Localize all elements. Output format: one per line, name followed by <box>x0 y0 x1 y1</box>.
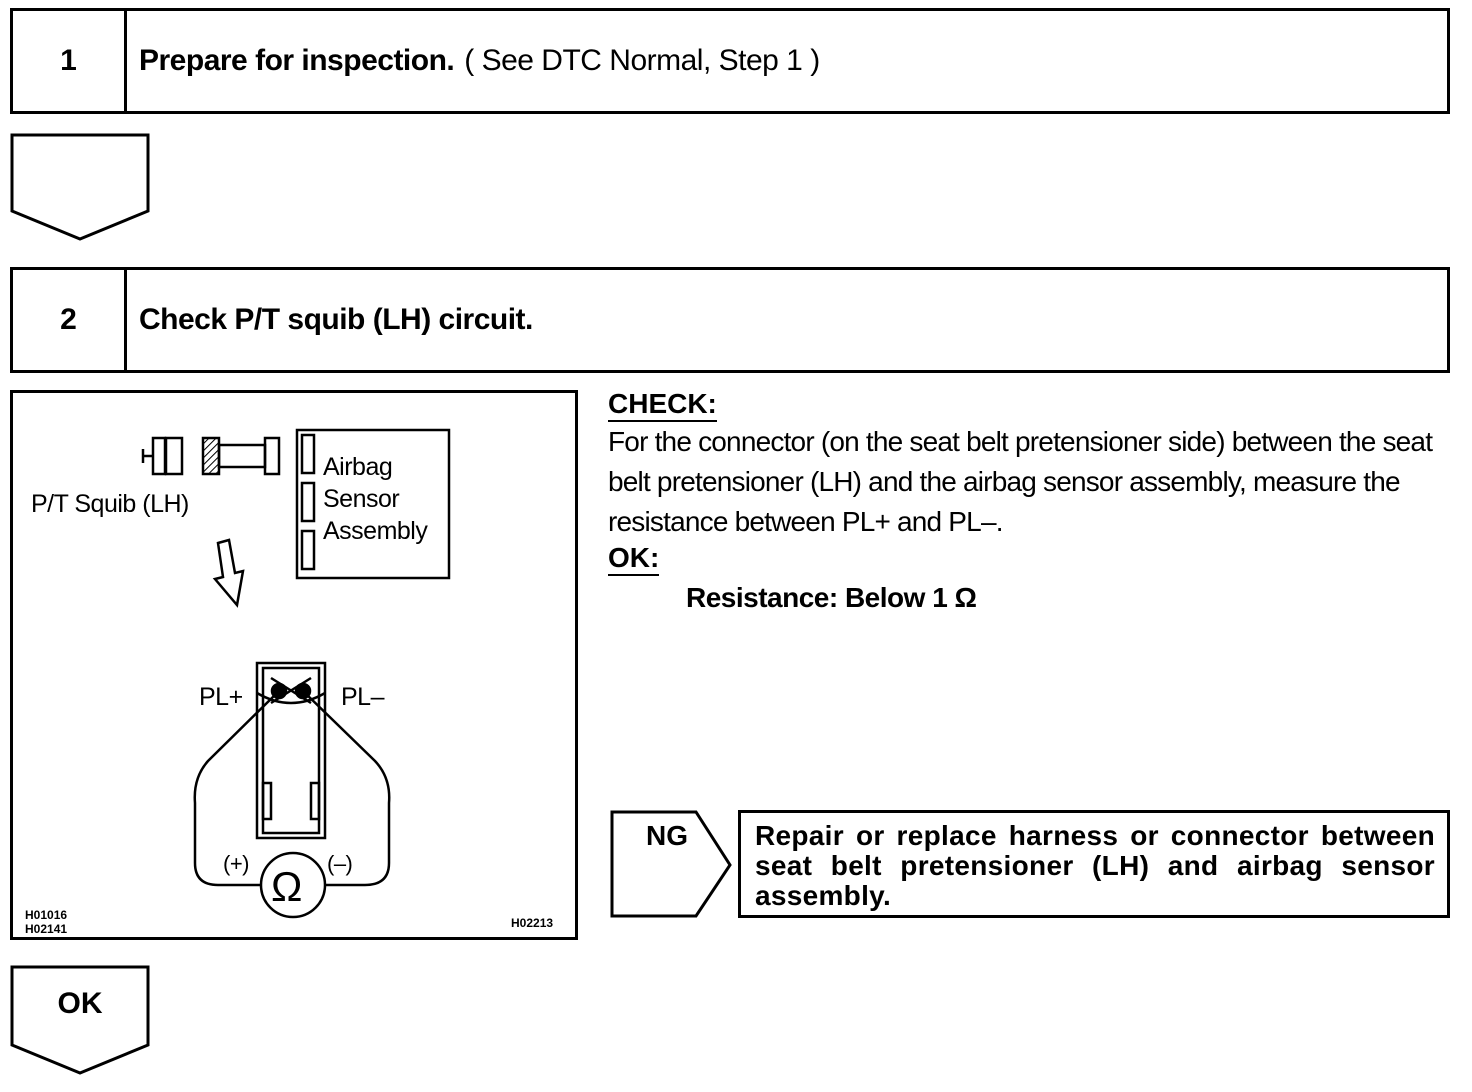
connector-face-icon <box>255 661 327 840</box>
ohmmeter-icon <box>259 851 327 919</box>
ok-label: OK <box>57 987 103 1020</box>
airbag-label-2: Sensor <box>323 485 400 513</box>
ohm-symbol: Ω <box>271 863 302 910</box>
squib-connector-icon <box>141 436 281 476</box>
connector-diagram-drawing <box>141 428 451 919</box>
ng-arrow-icon <box>610 810 732 918</box>
flow-down-arrow-icon <box>10 133 150 243</box>
ok-down-arrow-icon <box>10 965 150 1075</box>
step-1-title-row: Prepare for inspection. ( See DTC Normal… <box>127 11 1447 111</box>
check-text: For the connector (on the seat belt pret… <box>608 426 1433 537</box>
step-1-title: Prepare for inspection. <box>139 44 455 77</box>
figure-code-1: H01016 <box>25 908 68 922</box>
airbag-label-3: Assembly <box>323 517 428 545</box>
step-1-reference: ( See DTC Normal, Step 1 ) <box>464 44 820 77</box>
ohmmeter-leads <box>193 690 391 887</box>
step-1-number: 1 <box>13 11 127 111</box>
pl-plus-label: PL+ <box>199 683 243 711</box>
figure-code-2: H02141 <box>25 922 68 936</box>
step-1-box: 1 Prepare for inspection. ( See DTC Norm… <box>10 8 1450 114</box>
pl-minus-label: PL– <box>341 683 384 711</box>
resistance-spec: Resistance: Below 1 Ω <box>686 582 977 613</box>
airbag-sensor-assembly-icon <box>295 428 451 580</box>
ng-label: NG <box>646 820 688 851</box>
plus-terminal-label: (+) <box>223 851 250 876</box>
figure-code-3: H02213 <box>511 916 554 930</box>
step-2-title-row: Check P/T squib (LH) circuit. <box>127 270 1447 370</box>
hollow-down-arrow-icon <box>212 538 245 608</box>
ok-arrow-box: OK <box>10 965 150 1077</box>
ng-action-box: Repair or replace harness or connector b… <box>738 810 1450 918</box>
minus-terminal-label: (–) <box>327 851 353 876</box>
step-2-title: Check P/T squib (LH) circuit. <box>139 303 533 336</box>
ok-heading: OK: <box>608 542 660 576</box>
check-heading: CHECK: <box>608 388 717 422</box>
squib-label: P/T Squib (LH) <box>31 490 189 518</box>
airbag-label-1: Airbag <box>323 453 393 481</box>
connector-diagram: P/T Squib (LH) Airbag Sensor Assembly PL… <box>10 390 578 940</box>
step-2-box: 2 Check P/T squib (LH) circuit. <box>10 267 1450 373</box>
step-2-number: 2 <box>13 270 127 370</box>
check-section: CHECK: For the connector (on the seat be… <box>608 388 1458 614</box>
